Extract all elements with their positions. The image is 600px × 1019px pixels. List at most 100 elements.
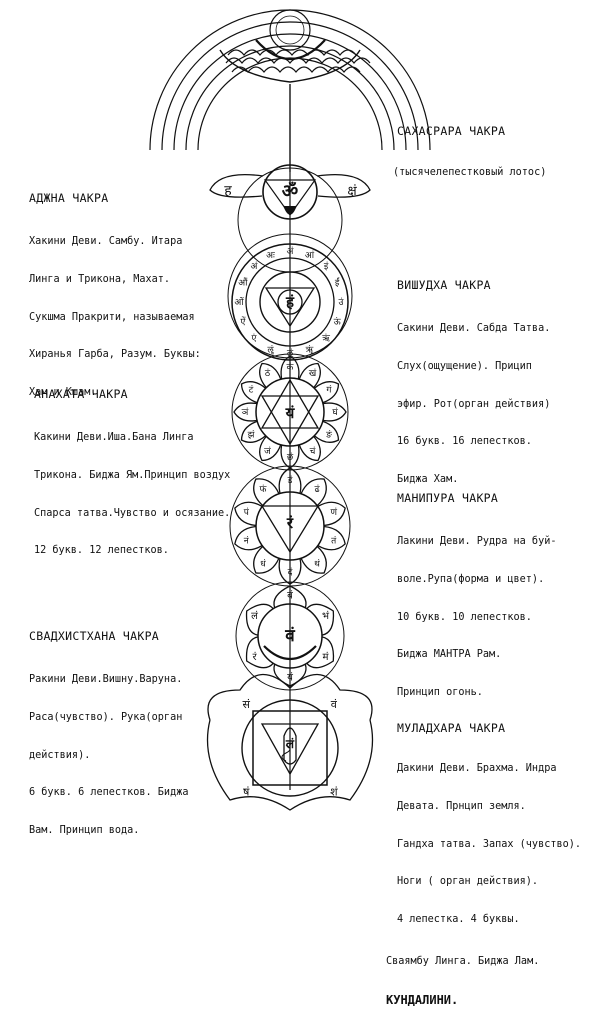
vishuddha-line: Биджа Хам. [397, 474, 459, 486]
petal-glyph: ढं [314, 484, 320, 495]
petal-glyph: एं [251, 333, 257, 344]
vishuddha-line: 16 букв. 16 лепестков. [397, 436, 532, 448]
lotus-petal [253, 478, 280, 507]
anahata-center-glyph: यं [285, 404, 296, 422]
lotus-petal [234, 525, 263, 551]
muladhara-title: МУЛАДХАРА ЧАКРА [397, 721, 506, 736]
manipura-petal-glyphs: डंढंणंतंथंदंधंनंपंफं [244, 475, 338, 578]
petal-glyph: कं [287, 362, 295, 373]
lotus-petal [240, 420, 267, 443]
petal-glyph: फं [259, 484, 267, 495]
anahata-petal-glyphs: कंखंगंघंङंचंछंजंझंञंटंठं [242, 362, 339, 463]
petal-glyph: ऋं [322, 333, 330, 344]
manipura-line: Биджа МАНТРА Рам. [397, 649, 502, 661]
lotus-petal [240, 381, 267, 404]
petal-glyph: दं [288, 567, 293, 578]
lotus-petal [322, 402, 347, 422]
muladhara-chakra-icon [206, 673, 374, 811]
petal-glyph: णं [330, 507, 337, 518]
lotus-petal [273, 585, 307, 609]
petal-glyph: गं [326, 385, 332, 396]
anahata-text-block: АНАХАТА ЧАКРА Какини Деви.Иша.Бана Линга… [34, 363, 230, 571]
anahata-chakra-icon [233, 355, 347, 469]
petal-glyph: डं [287, 475, 293, 486]
svadhisthana-petal-glyphs: बंभंमंयंरंलं [251, 590, 330, 684]
muladhara-line: Ноги ( орган действия). [397, 876, 539, 888]
petal-glyph: यं [287, 672, 293, 684]
lotus-petal [306, 636, 335, 669]
sahasrara-lotus-icon [219, 49, 371, 83]
petal-glyph: औं [238, 277, 248, 289]
lotus-petal [306, 603, 335, 636]
lotus-petal [245, 603, 274, 636]
petal-glyph: भं [322, 610, 330, 622]
lotus-petal [317, 525, 346, 551]
vishuddha-chakra-icon [231, 243, 349, 361]
petal-glyph: ठं [265, 368, 271, 379]
vishuddha-line: эфир. Рот(орган действия) [397, 398, 551, 410]
svadhisthana-chakra-icon [245, 585, 335, 687]
vishuddha-petal-glyphs: अंआंइंईंउंऊंऋंॠंऌंॡंएंऐंओंऔंअंअः [234, 246, 344, 359]
muladhara-petal-glyphs: वंशंषंसं [242, 698, 338, 799]
anahata-title: АНАХАТА ЧАКРА [34, 387, 128, 402]
lotus-petal [234, 501, 263, 527]
vishuddha-text-block: ВИШУДХА ЧАКРА Сакини Деви. Сабда Татва. … [397, 254, 550, 499]
ajna-chakra-icon [209, 164, 371, 220]
manipura-center-glyph: रं [286, 514, 294, 532]
lotus-petal [259, 435, 282, 462]
petal-glyph: धं [260, 558, 266, 569]
petal-glyph: अः [266, 251, 275, 261]
petal-glyph: ईं [335, 277, 340, 289]
manipura-line: Принцип огонь. [397, 687, 483, 699]
muladhara-line: Дакини Деви. Брахма. Индра [397, 762, 557, 774]
petal-glyph: छं [287, 452, 294, 463]
lotus-petal [233, 402, 258, 422]
ajna-line: Хам и Кшам. [29, 387, 97, 399]
petal-glyph: जं [264, 446, 271, 457]
muladhara-line: 4 лепестка. 4 буквы. [397, 914, 520, 926]
anahata-line: Спарса татва.Чувство и осязание. [34, 507, 231, 519]
vishuddha-line: Сакини Деви. Сабда Татва. [397, 322, 551, 334]
sahasrara-title: САХАСРАРА ЧАКРА [397, 124, 506, 139]
lotus-petal [245, 636, 274, 669]
petal-glyph: ङं [325, 430, 332, 441]
petal-glyph: थं [314, 558, 320, 569]
vishuddha-title: ВИШУДХА ЧАКРА [397, 278, 491, 293]
vishuddha-line: Слух(ощущение). Прицип [397, 360, 532, 372]
lotus-petal [259, 362, 282, 389]
ajna-line: Линга и Трикона, Махат. [29, 273, 171, 285]
muladhara-text-block: МУЛАДХАРА ЧАКРА Дакини Деви. Брахма. Инд… [386, 697, 581, 1019]
svadhisthana-line: 6 букв. 6 лепестков. Биджа [29, 787, 189, 799]
svadhisthana-line: Раса(чувство). Рука(орган [29, 711, 183, 723]
petal-glyph: आं [305, 250, 315, 261]
petal-glyph: पं [244, 507, 250, 518]
petal-glyph: ओं [234, 296, 244, 308]
petal-glyph: चं [310, 446, 316, 457]
lotus-petal [273, 663, 307, 687]
ajna-line: Хакини Деви. Самбу. Итара [29, 235, 183, 247]
svadhisthana-center-glyph: वं [284, 626, 296, 646]
lotus-petal [278, 467, 302, 494]
petal-glyph: तं [331, 535, 337, 546]
petal-glyph: लं [251, 610, 258, 622]
lotus-petal [300, 545, 327, 574]
ajna-center-glyph: ॐ [282, 181, 298, 202]
lotus-petal [298, 362, 321, 389]
manipura-title: МАНИПУРА ЧАКРА [397, 491, 499, 506]
moon-disk-icon [269, 9, 311, 51]
petal-glyph: बं [287, 590, 293, 602]
ajna-title: АДЖНА ЧАКРА [29, 191, 109, 206]
petal-glyph: मं [323, 651, 330, 663]
ajna-line: Хиранья Гарба, Разум. Буквы: [29, 349, 201, 361]
lotus-petal [313, 381, 340, 404]
lotus-petal [317, 501, 346, 527]
kundalini-label: КУНДАЛИНИ. [386, 992, 459, 1007]
chakra-diagram: ह ॐ क्षं अंआंइंईंउंऊंऋंॠंऌंॡंएंऐंओंऔंअंअ… [149, 9, 431, 811]
svadhisthana-line: Ракини Деви.Вишну.Варуна. [29, 673, 183, 685]
manipura-line: воле.Рупа(форма и цвет). [397, 573, 545, 585]
petal-glyph: ञं [242, 407, 249, 418]
crescent-moon-icon [255, 39, 326, 61]
petal-glyph: ऌं [287, 348, 294, 359]
lotus-petal [280, 355, 300, 380]
petal-glyph: ॡं [267, 344, 274, 355]
